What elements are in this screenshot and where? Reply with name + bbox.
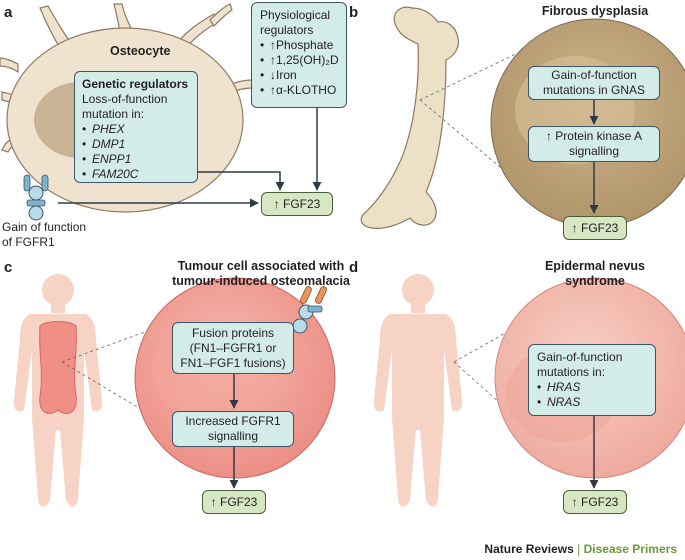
genetic-gene-list: PHEX DMP1 ENPP1 FAM20C	[82, 122, 190, 182]
fgf23-output-b: ↑ FGF23	[563, 216, 627, 240]
panel-letter-a: a	[4, 4, 13, 21]
fgfr1-signalling-line1: Increased FGFR1	[185, 414, 281, 428]
femur-bone	[360, 6, 459, 229]
fgfr1-receptor-icon	[23, 174, 49, 221]
fgf23-output-a: ↑ FGF23	[261, 192, 333, 216]
physiological-heading-line2: regulators	[260, 23, 314, 37]
dysplasia-circle	[490, 18, 685, 228]
physiological-list: ↑Phosphate ↑1,25(OH)₂D ↓Iron ↑α-KLOTHO	[260, 38, 339, 98]
ras-heading-line1: Gain-of-function	[537, 350, 623, 364]
physiological-regulators-box: Physiological regulators ↑Phosphate ↑1,2…	[251, 2, 347, 108]
osteocyte-label: Osteocyte	[110, 44, 171, 58]
panel-letter-d: d	[349, 259, 359, 276]
genetic-regulators-heading: Genetic regulators	[82, 77, 189, 91]
gnas-mutation-box: Gain-of-function mutations in GNAS	[528, 66, 660, 100]
fgfr1-signalling-line2: signalling	[207, 429, 259, 443]
physiological-item: ↑1,25(OH)₂D	[260, 53, 339, 68]
fgfr1-gain-label-line1: Gain of function	[2, 220, 87, 234]
panel-a-arrows	[58, 108, 322, 208]
body-silhouette-right	[373, 274, 463, 507]
fusion-line1: Fusion proteins	[191, 325, 275, 340]
panel-d-title-line2: syndrome	[565, 274, 625, 288]
panel-letter-b: b	[349, 4, 359, 21]
gnas-line2: mutations in GNAS	[542, 83, 646, 97]
tumour-region	[39, 321, 77, 414]
ras-gene-item: NRAS	[537, 395, 647, 410]
journal-credit: Nature Reviews | Disease Primers	[484, 542, 677, 556]
genetic-to-fgf23-arrow	[196, 171, 285, 191]
ras-heading-line2: mutations in:	[537, 365, 606, 379]
physiological-item: ↑α-KLOTHO	[260, 83, 338, 98]
fgf23-output-c: ↑ FGF23	[202, 490, 266, 514]
series-name: Disease Primers	[583, 542, 677, 556]
genetic-regulators-subheading: Loss-of-function mutation in:	[82, 92, 168, 121]
ras-gene-list: HRAS NRAS	[537, 380, 647, 410]
fusion-receptor-icon	[292, 286, 327, 334]
fgfr1-gain-label: Gain of function of FGFR1	[2, 220, 86, 250]
fusion-line2: (FN1–FGFR1 or	[189, 340, 277, 355]
fgf23-output-d: ↑ FGF23	[563, 490, 627, 514]
gene-item: FAM20C	[82, 167, 190, 182]
fusion-line3: FN1–FGF1 fusions)	[180, 355, 286, 370]
panel-c-title: Tumour cell associated with tumour-induc…	[166, 259, 356, 289]
physiological-item: ↑Phosphate	[260, 38, 338, 53]
ras-gene-item: HRAS	[537, 380, 647, 395]
pka-line2: signalling	[568, 144, 620, 158]
ras-mutation-box: Gain-of-function mutations in: HRAS NRAS	[528, 344, 656, 416]
panel-d-title: Epidermal nevus syndrome	[540, 259, 650, 289]
panel-b-title: Fibrous dysplasia	[541, 4, 649, 18]
physiological-heading-line1: Physiological	[260, 8, 331, 22]
gene-item: DMP1	[82, 137, 190, 152]
fgfr1-signalling-box: Increased FGFR1 signalling	[172, 411, 294, 447]
gene-item: PHEX	[82, 122, 190, 137]
gnas-line1: Gain-of-function	[551, 68, 637, 82]
gene-item: ENPP1	[82, 152, 190, 167]
panel-c-title-line1: Tumour cell associated with	[177, 259, 345, 273]
fusion-proteins-box: Fusion proteins (FN1–FGFR1 or FN1–FGF1 f…	[172, 322, 294, 374]
pka-line1: ↑ Protein kinase A	[545, 129, 643, 143]
panel-d-title-line1: Epidermal nevus	[544, 259, 646, 273]
physiological-item: ↓Iron	[260, 68, 338, 83]
panel-c-title-line2: tumour-induced osteomalacia	[172, 274, 350, 288]
panel-letter-c: c	[4, 259, 13, 276]
pka-signalling-box: ↑ Protein kinase A signalling	[528, 126, 660, 162]
genetic-regulators-box: Genetic regulators Loss-of-function muta…	[74, 71, 198, 183]
fgfr1-gain-label-line2: of FGFR1	[2, 235, 55, 249]
footer-separator: |	[577, 542, 581, 556]
journal-name: Nature Reviews	[484, 542, 574, 556]
